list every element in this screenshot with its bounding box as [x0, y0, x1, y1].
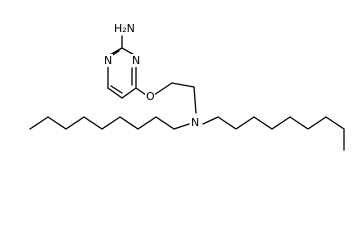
- molecule-structure-diagram: H₂N N N O N: [29, 20, 345, 151]
- bond: [121, 87, 137, 99]
- atom-label: N: [191, 116, 199, 129]
- bond: [153, 82, 173, 96]
- bond: [135, 87, 147, 96]
- bond: [171, 82, 195, 88]
- amine-nitrogen-label: N: [190, 115, 202, 129]
- bonds: [29, 35, 345, 151]
- atom-label: O: [146, 90, 155, 103]
- atom-label: N: [132, 54, 140, 67]
- bond: [110, 85, 123, 94]
- atom-label: H₂N: [114, 22, 135, 35]
- bond: [173, 123, 190, 130]
- bond-chain: [29, 116, 175, 130]
- bond: [107, 87, 123, 99]
- ring-nitrogen-1-label: N: [103, 54, 113, 67]
- bond-chain: [217, 116, 345, 151]
- bond: [202, 116, 219, 125]
- ring-nitrogen-3-label: N: [131, 54, 141, 67]
- atom-labels: H₂N N N O N: [103, 20, 202, 129]
- atom-label: N: [104, 54, 112, 67]
- ether-oxygen-label: O: [145, 90, 155, 103]
- bond: [193, 86, 197, 114]
- amino-group-label: H₂N: [113, 20, 135, 35]
